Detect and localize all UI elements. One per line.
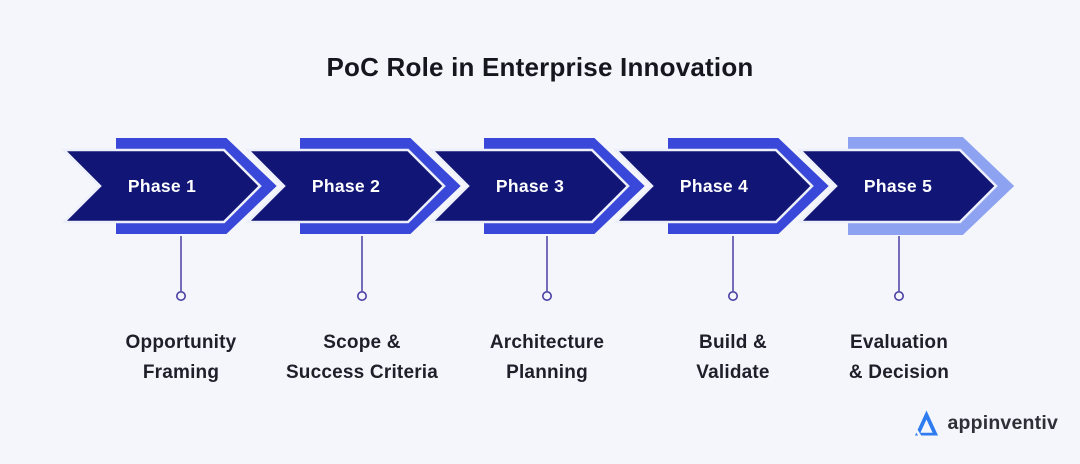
phase-label-line-1: Architecture — [489, 332, 605, 353]
phase-label-line-2: Validate — [696, 362, 770, 383]
connector-dot — [541, 290, 552, 301]
arrow-body — [244, 148, 446, 224]
phase-label: Build & Validate — [623, 328, 843, 388]
arrow-accent-ribbon — [484, 138, 645, 234]
arrow-body — [612, 148, 814, 224]
arrow-accent-ribbon — [116, 138, 277, 234]
arrow-body — [60, 148, 262, 224]
phase-title: Phase 4 — [680, 176, 748, 196]
phase-arrow: Phase 2 — [244, 138, 461, 234]
phase-arrow: Phase 5 — [796, 137, 1015, 235]
arrow-body — [428, 148, 630, 224]
phase-arrow: Phase 1 — [60, 138, 277, 234]
phase-title: Phase 2 — [312, 176, 380, 196]
phase-label-line-2: Planning — [506, 362, 588, 383]
phase-label: Opportunity Framing — [71, 328, 291, 388]
arrow-body — [796, 148, 998, 224]
phase-arrow: Phase 4 — [612, 138, 829, 234]
phase-title: Phase 3 — [496, 176, 564, 196]
brand-logo: appinventiv — [913, 406, 1058, 440]
phase-arrow: Phase 3 — [428, 138, 645, 234]
phase-label-line-1: Build & — [699, 332, 767, 353]
phase-title: Phase 1 — [128, 176, 196, 196]
arrow-accent-ribbon — [848, 137, 1015, 235]
phase-label-line-2: Success Criteria — [285, 362, 439, 383]
connector-dot — [356, 290, 367, 301]
triangle-a-icon — [914, 410, 939, 438]
phase-label: Architecture Planning — [437, 328, 657, 388]
arrow-accent-ribbon — [668, 138, 829, 234]
page-title: PoC Role in Enterprise Innovation — [326, 52, 754, 82]
appinventiv-logo-text: appinventiv — [947, 411, 1058, 434]
connector-dot — [176, 290, 187, 301]
connector-dot — [727, 290, 738, 301]
connector-dot — [893, 290, 904, 301]
phase-label-line-2: & Decision — [848, 362, 950, 383]
phase-label-line-1: Opportunity — [125, 332, 237, 353]
phase-title: Phase 5 — [864, 176, 932, 196]
arrow-accent-ribbon — [300, 138, 461, 234]
phase-label-line-1: Evaluation — [849, 332, 949, 353]
phase-label-line-1: Scope & — [323, 332, 401, 353]
connectors — [176, 236, 904, 301]
phase-label: Scope & Success Criteria — [252, 328, 472, 388]
phase-label-line-2: Framing — [142, 362, 220, 383]
phase-label: Evaluation & Decision — [789, 328, 1009, 388]
